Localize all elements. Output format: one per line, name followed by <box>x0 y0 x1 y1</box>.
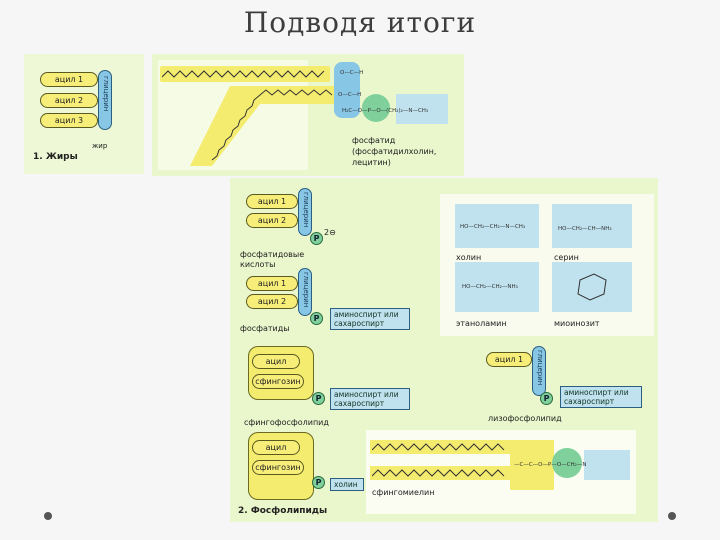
sm-chain-1 <box>370 440 510 454</box>
phosphatide-formula-c: H₂C—O—P—O—(CH₂)₂—N—CH₃ <box>342 108 429 114</box>
fat-acyl-1: ацил 1 <box>40 72 98 87</box>
phosphatides-label: фосфатиды <box>240 324 290 333</box>
fatty-acid-chain-2 <box>190 86 335 166</box>
sm-backbone <box>510 440 554 490</box>
fat-acyl-3: ацил 3 <box>40 113 98 128</box>
sphingophospholipid-label: сфингофосфолипид <box>244 418 329 427</box>
fat-glycerol <box>98 70 112 130</box>
phosphatide-formula-a: O—C—H <box>340 70 364 76</box>
lyso-glycerol <box>532 346 546 396</box>
phosphatide-choline-box <box>396 94 448 124</box>
sphingomyelin-label: сфингомиелин <box>372 488 435 497</box>
phosphatide-glycerol <box>334 62 360 118</box>
pa-acyl-1: ацил 1 <box>246 194 298 209</box>
sm-acyl-pill: ацил <box>252 440 300 455</box>
ethanolamine-formula: HO—CH₂—CH₂—NH₃ <box>462 284 518 290</box>
sm-formula: —C—C—O—P—O—CH₂—N <box>514 462 587 468</box>
lyso-acyl-1: ацил 1 <box>486 352 532 367</box>
lyso-glycerol-label: глицерин <box>536 350 544 386</box>
serine-label: серин <box>554 253 579 262</box>
serine-structure <box>552 204 632 248</box>
pa-label-2: кислоты <box>240 260 276 269</box>
fat-acyl-2: ацил 2 <box>40 93 98 108</box>
fatty-acid-chain-1 <box>160 66 330 82</box>
sph-amino-alcohol-2: сахароспирт <box>334 399 385 408</box>
pa-glycerol-label: глицерин <box>302 192 310 228</box>
sm-phosphate: P <box>312 476 325 489</box>
fat-label: жир <box>92 142 108 150</box>
pa-acyl-2: ацил 2 <box>246 213 298 228</box>
phosphatide-label-3: лецитин) <box>352 158 391 167</box>
ethanolamine-structure <box>455 262 539 312</box>
sm-chain-1-zigzag <box>372 443 505 451</box>
pa-charge: 2⊖ <box>324 228 336 237</box>
sm-phosphate-circle <box>552 448 582 478</box>
lyso-amino-alcohol-1: аминоспирт или <box>564 388 629 397</box>
pt-amino-alcohol-tag: аминоспирт или сахароспирт <box>330 308 410 330</box>
sph-sphingosine-pill: сфингозин <box>252 374 304 389</box>
pt-amino-alcohol-2: сахароспирт <box>334 319 385 328</box>
corner-dot-right <box>668 512 676 520</box>
slide-title: Подводя итоги <box>243 6 477 39</box>
sph-amino-alcohol-tag: аминоспирт или сахароспирт <box>330 388 410 410</box>
pt-acyl-2: ацил 2 <box>246 294 298 309</box>
pa-glycerol <box>298 188 312 236</box>
corner-dot-left <box>44 512 52 520</box>
choline-structure <box>455 204 539 248</box>
sm-chain-2 <box>370 466 510 480</box>
ethanolamine-label: этаноламин <box>456 319 507 328</box>
fats-caption: 1. Жиры <box>33 152 78 162</box>
sm-chain-2-zigzag <box>372 469 505 477</box>
pt-acyl-1: ацил 1 <box>246 276 298 291</box>
serine-formula: HO—CH₂—CH—NH₃ <box>558 226 612 232</box>
fat-glycerol-label: глицерин <box>102 76 110 112</box>
lyso-amino-alcohol-2: сахароспирт <box>564 397 615 406</box>
phospholipids-caption: 2. Фосфолипиды <box>238 506 328 516</box>
lyso-phosphate: P <box>540 392 553 405</box>
inositol-ring <box>577 273 607 301</box>
inositol-structure <box>552 262 632 312</box>
sph-phosphate: P <box>312 392 325 405</box>
choline-label: холин <box>456 253 482 262</box>
phosphatide-label-2: (фосфатидилхолин, <box>352 147 437 156</box>
inositol-label: миоинозит <box>554 319 600 328</box>
phosphatide-phosphate <box>362 94 390 122</box>
sm-choline-box <box>584 450 630 480</box>
choline-formula: HO—CH₂—CH₂—N—CH₃ <box>460 224 526 230</box>
lysophospholipid-label: лизофосфолипид <box>488 414 562 423</box>
sph-acyl-pill: ацил <box>252 354 300 369</box>
pt-glycerol <box>298 268 312 316</box>
fatty-acid-chain-1-zigzag <box>162 70 325 78</box>
pa-phosphate: P <box>310 232 323 245</box>
sm-choline-tag: холин <box>330 478 364 491</box>
pa-label-1: фосфатидовые <box>240 250 305 259</box>
sph-amino-alcohol-1: аминоспирт или <box>334 390 399 399</box>
sm-sphingosine-pill: сфингозин <box>252 460 304 475</box>
pt-glycerol-label: глицерин <box>302 272 310 308</box>
lyso-amino-alcohol-tag: аминоспирт или сахароспирт <box>560 386 642 408</box>
phosphatide-formula-b: O—C—H <box>338 92 362 98</box>
pt-phosphate: P <box>310 312 323 325</box>
phosphatide-label-1: фосфатид <box>352 136 396 145</box>
pt-amino-alcohol-1: аминоспирт или <box>334 310 399 319</box>
